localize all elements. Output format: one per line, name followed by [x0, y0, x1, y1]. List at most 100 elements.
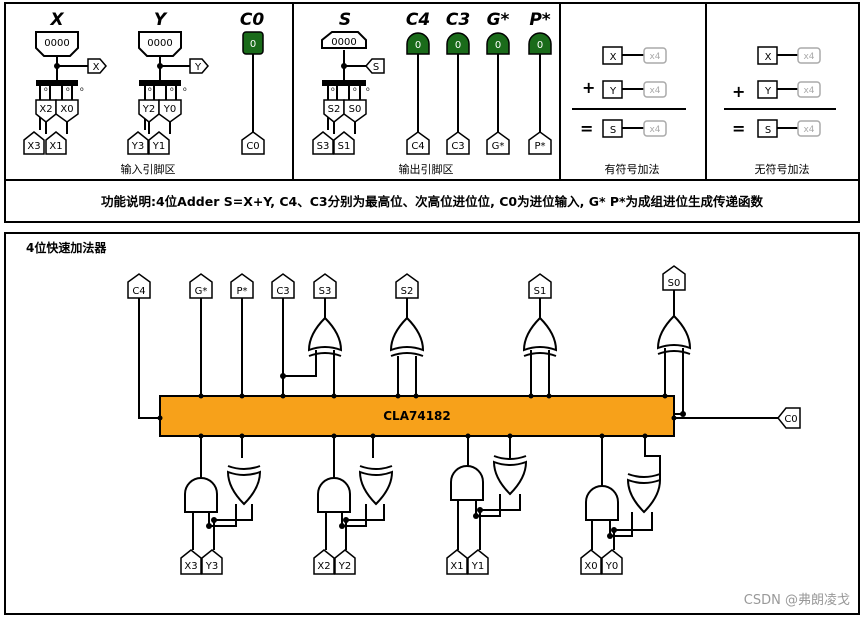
- bottom-pin-x1[interactable]: X1: [446, 549, 468, 575]
- section-input-title: 输入引脚区: [121, 162, 176, 176]
- top-pin-s3[interactable]: S3: [313, 273, 337, 299]
- s1-pin[interactable]: [333, 131, 355, 155]
- unsigned-x-label: X: [765, 52, 772, 63]
- x1-pin[interactable]: [45, 131, 67, 155]
- bottom-pin-x1-label: X1: [450, 561, 463, 572]
- top-pin-s1[interactable]: S1: [528, 273, 552, 299]
- x-tunnel[interactable]: [87, 58, 107, 74]
- c4-label: C4: [406, 10, 430, 30]
- signed-s-probe-label: x4: [649, 125, 660, 135]
- top-wires: [138, 290, 778, 419]
- signed-equals: =: [580, 119, 593, 138]
- c4-led: [406, 32, 430, 55]
- c4-pin-label: C4: [411, 141, 424, 152]
- signed-x-label: X: [610, 52, 617, 63]
- g-block: 0 G*: [486, 32, 510, 155]
- s-tunnel[interactable]: [365, 58, 385, 74]
- bottom-pin-y1-label: Y1: [471, 561, 484, 572]
- top-pin-p-label: P*: [236, 286, 247, 297]
- cla74182-chip: CLA74182: [157, 393, 677, 439]
- x-input-pin[interactable]: [35, 31, 79, 57]
- unsigned-x-probe-label: x4: [803, 52, 814, 62]
- c3-label: C3: [446, 10, 470, 30]
- bottom-pin-x2[interactable]: X2: [313, 549, 335, 575]
- top-pin-g[interactable]: G*: [189, 273, 213, 299]
- x-tunnel-label: X: [93, 62, 100, 73]
- bottom-pin-x3-label: X3: [184, 561, 197, 572]
- top-pin-c3[interactable]: C3: [271, 273, 295, 299]
- top-pin-s1-label: S1: [534, 286, 547, 297]
- x3-pin[interactable]: [23, 131, 45, 155]
- s2-pin[interactable]: [323, 99, 345, 123]
- s3-pin[interactable]: [312, 131, 334, 155]
- p-pin-label: P*: [534, 141, 545, 152]
- y1-pin[interactable]: [148, 131, 170, 155]
- svg-text:o: o: [353, 86, 357, 93]
- svg-text:o: o: [366, 86, 370, 93]
- top-pin-c4[interactable]: C4: [127, 273, 151, 299]
- top-pin-s0-label: S0: [668, 278, 681, 289]
- section-output-title: 输出引脚区: [399, 162, 454, 176]
- top-pin-s2[interactable]: S2: [395, 273, 419, 299]
- watermark: CSDN @弗朗凌戈: [744, 593, 850, 608]
- y2-pin[interactable]: [138, 99, 160, 123]
- bottom-pin-x0[interactable]: X0: [580, 549, 602, 575]
- bottom-pin-y2[interactable]: Y2: [334, 549, 356, 575]
- y-tunnel[interactable]: [189, 58, 209, 74]
- top-pin-c4-label: C4: [132, 286, 145, 297]
- top-pin-s2-label: S2: [401, 286, 414, 297]
- top-pin-s0[interactable]: S0: [662, 265, 686, 291]
- x2-pin[interactable]: [35, 99, 57, 123]
- description-text: 功能说明:4位Adder S=X+Y, C4、C3分别为最高位、次高位进位位, …: [101, 194, 764, 209]
- unsigned-add-block: + = X x4 Y x4 S x4 无符号加法: [724, 46, 836, 176]
- y3-label: Y3: [131, 141, 144, 152]
- top-pin-s3-label: S3: [319, 286, 332, 297]
- chip-c0-pin[interactable]: C0: [777, 407, 801, 429]
- p-pin[interactable]: [528, 131, 552, 155]
- unsigned-y-probe: [797, 81, 821, 98]
- c3-led-value: 0: [455, 40, 461, 51]
- bottom-pin-x3[interactable]: X3: [180, 549, 202, 575]
- p-block: 0 P*: [528, 32, 552, 155]
- signed-y-label: Y: [609, 86, 617, 97]
- c3-pin-label: C3: [451, 141, 464, 152]
- bottom-pin-y2-label: Y2: [338, 561, 351, 572]
- g-pin-label: G*: [492, 141, 505, 152]
- top-pin-p[interactable]: P*: [230, 273, 254, 299]
- c4-led-value: 0: [415, 40, 421, 51]
- circuit-panel: 4位快速加法器 C4 G* P* C3 S3 S2 S1: [4, 232, 860, 615]
- bottom-pin-y0[interactable]: Y0: [601, 549, 623, 575]
- signed-y-probe: [643, 81, 667, 98]
- header-panel: X Y C0 S C4 C3 G* P* 0000 X o o o X2: [4, 2, 860, 181]
- y-input-pin[interactable]: [138, 31, 182, 57]
- chip-c0-label: C0: [784, 414, 797, 425]
- description-bar: 功能说明:4位Adder S=X+Y, C4、C3分别为最高位、次高位进位位, …: [4, 179, 860, 223]
- bottom-pin-y1[interactable]: Y1: [467, 549, 489, 575]
- and-gate-2: [317, 477, 351, 513]
- s1-label: S1: [338, 141, 351, 152]
- svg-text:o: o: [170, 86, 174, 93]
- c4-block: 0 C4: [406, 32, 430, 155]
- c0-pin[interactable]: [241, 131, 265, 155]
- y0-pin[interactable]: [158, 99, 182, 123]
- c0-label: C0: [240, 10, 264, 30]
- bottom-pin-y3[interactable]: Y3: [201, 549, 223, 575]
- s-tunnel-label: S: [373, 62, 379, 73]
- c4-pin[interactable]: [406, 131, 430, 155]
- x0-pin[interactable]: [55, 99, 79, 123]
- c3-pin[interactable]: [446, 131, 470, 155]
- s2-label: S2: [328, 104, 341, 115]
- s0-pin[interactable]: [343, 99, 367, 123]
- x-input-block: 0000 X o o o X2 X0 X3 X1: [23, 31, 107, 155]
- y3-pin[interactable]: [127, 131, 149, 155]
- g-led-value: 0: [495, 40, 501, 51]
- and-gate-3: [184, 477, 218, 513]
- g-pin[interactable]: [486, 131, 510, 155]
- unsigned-plus: +: [732, 82, 745, 101]
- x-label: X: [49, 10, 64, 30]
- unsigned-x-probe: [797, 47, 821, 64]
- chip-label: CLA74182: [383, 409, 451, 423]
- svg-text:o: o: [183, 86, 187, 93]
- x3-label: X3: [27, 141, 40, 152]
- y-input-block: 0000 Y o o o Y2 Y0 Y3 Y1: [127, 31, 209, 155]
